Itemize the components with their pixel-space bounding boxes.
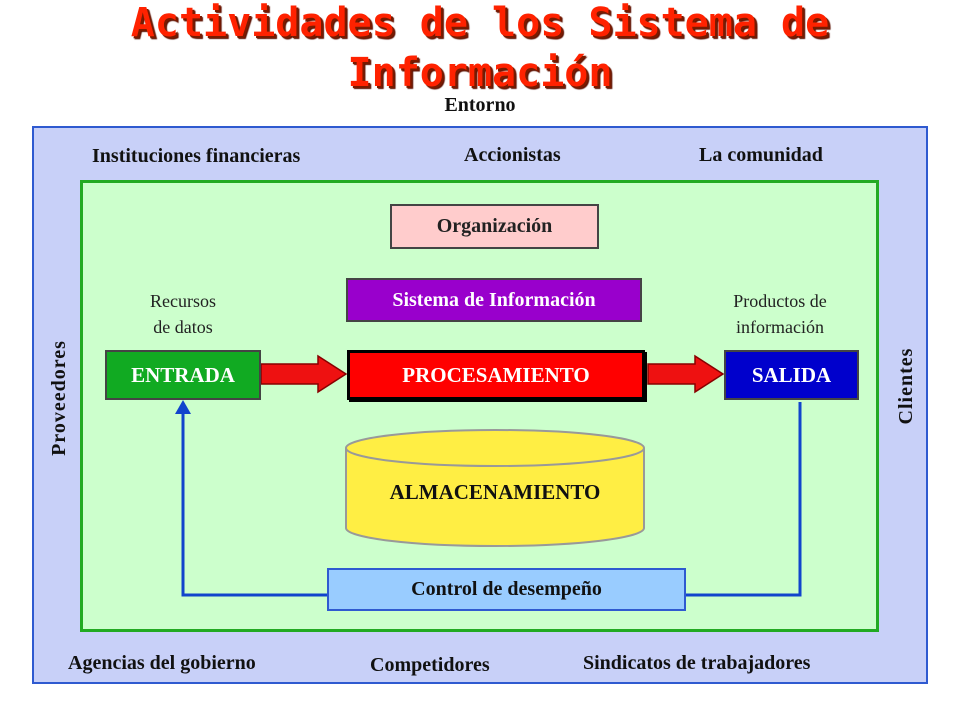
- entrada-box: ENTRADA: [105, 350, 261, 400]
- almacenamiento-label: ALMACENAMIENTO: [389, 480, 601, 504]
- entorno-label: Entorno: [444, 94, 516, 116]
- env-top-instituciones: Instituciones financieras: [92, 145, 301, 167]
- env-bottom-sindicatos: Sindicatos de trabajadores: [583, 652, 811, 674]
- page-title: Actividades de los Sistema de Informació…: [0, 0, 960, 98]
- control-desempeno-box: Control de desempeño: [327, 568, 686, 611]
- productos-informacion-label: Productos de información: [733, 291, 827, 337]
- arrow-entrada-procesamiento: [260, 354, 348, 394]
- organization-box: [80, 180, 879, 632]
- title-line-1: Actividades de los Sistema de: [130, 0, 830, 46]
- recursos-datos-label: Recursos de datos: [150, 291, 216, 337]
- organizacion-box: Organización: [390, 204, 599, 249]
- env-bottom-agencias: Agencias del gobierno: [68, 652, 256, 674]
- feedback-arrowhead: [175, 400, 191, 414]
- env-bottom-competidores: Competidores: [370, 654, 490, 676]
- env-top-comunidad: La comunidad: [699, 144, 823, 166]
- feedback-line-right: [686, 402, 802, 597]
- title-line-2: Información: [347, 50, 613, 96]
- salida-box: SALIDA: [724, 350, 859, 400]
- arrow-procesamiento-salida: [647, 354, 725, 394]
- almacenamiento-cylinder: [345, 429, 645, 547]
- feedback-line-left: [181, 412, 327, 597]
- procesamiento-box: PROCESAMIENTO: [347, 350, 645, 400]
- env-top-accionistas: Accionistas: [464, 144, 561, 166]
- sistema-informacion-box: Sistema de Información: [346, 278, 642, 322]
